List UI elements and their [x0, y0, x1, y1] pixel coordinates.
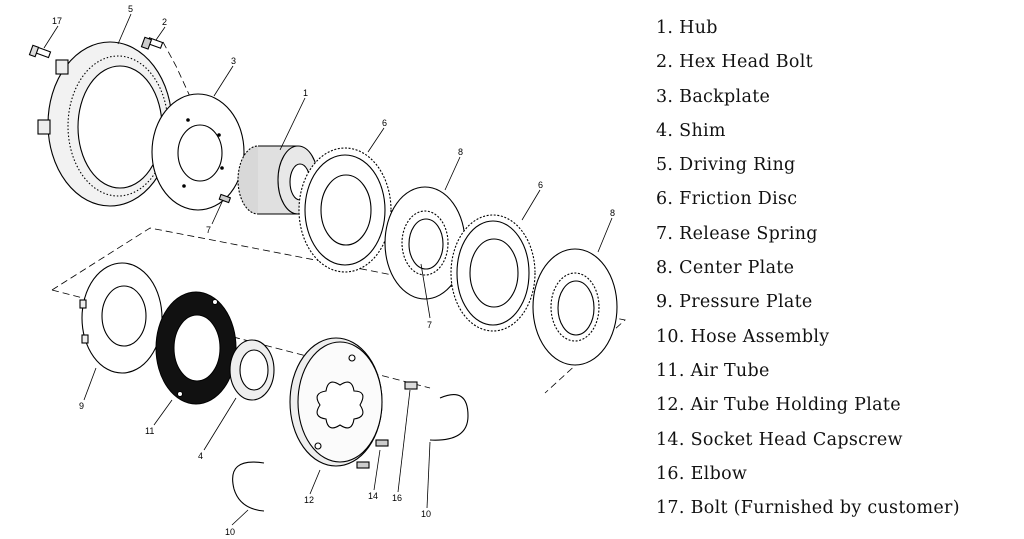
hose-assembly-part-10b	[429, 394, 469, 441]
legend-item: 4. Shim	[656, 120, 726, 141]
release-spring-part-7a	[218, 193, 232, 204]
callout-12: 12	[304, 495, 314, 505]
callout-8b: 8	[610, 208, 615, 218]
friction-disc-part-6a	[298, 147, 392, 273]
callout-3: 3	[231, 56, 236, 66]
hex-head-bolt-part-2	[140, 36, 164, 50]
callout-7b: 7	[427, 320, 432, 330]
center-plate-part-8a	[384, 186, 466, 300]
socket-head-capscrew-part-14b	[356, 461, 370, 469]
legend-item: 14. Socket Head Capscrew	[656, 429, 903, 450]
pressure-plate-part-9	[79, 262, 163, 374]
callout-11: 11	[145, 426, 154, 436]
legend-item: 7. Release Spring	[656, 223, 818, 244]
legend-item: 5. Driving Ring	[656, 155, 796, 176]
driving-ring-part-5	[37, 41, 173, 207]
legend-item: 8. Center Plate	[656, 258, 795, 279]
callout-6a: 6	[382, 118, 387, 128]
callout-1: 1	[303, 88, 308, 98]
leader-lines	[43, 13, 613, 526]
callout-8a: 8	[458, 147, 463, 157]
air-tube-part-11	[155, 291, 237, 405]
friction-disc-part-6b	[450, 214, 536, 332]
shim-part-4	[229, 339, 275, 401]
center-plate-part-8b	[532, 248, 618, 366]
callout-5: 5	[128, 4, 133, 14]
callout-17: 17	[52, 16, 62, 26]
callout-14: 14	[368, 491, 378, 501]
backplate-part-3	[151, 93, 245, 211]
legend-item: 2. Hex Head Bolt	[656, 52, 813, 73]
air-tube-holding-plate-part-12	[289, 337, 383, 467]
callout-16: 16	[392, 493, 402, 503]
callout-7a: 7	[206, 225, 211, 235]
legend-item: 12. Air Tube Holding Plate	[656, 395, 901, 416]
callout-10b: 10	[421, 509, 431, 519]
legend-item: 9. Pressure Plate	[656, 292, 813, 313]
legend-item: 17. Bolt (Furnished by customer)	[656, 498, 960, 519]
elbow-part-16	[404, 381, 418, 390]
legend-item: 6. Friction Disc	[656, 189, 798, 210]
hose-assembly-part-10a	[232, 461, 265, 512]
legend-item: 11. Air Tube	[656, 360, 770, 381]
legend-item: 16. Elbow	[656, 463, 748, 484]
socket-head-capscrew-part-14a	[375, 439, 389, 447]
exploded-clutch-diagram: 17 5 2 3 1 6 8 6 8 7 7 9 11 4 12 14 16 1…	[28, 4, 626, 537]
legend-item: 10. Hose Assembly	[656, 326, 830, 347]
callout-4: 4	[198, 451, 203, 461]
legend-item: 3. Backplate	[656, 86, 771, 107]
legend-item: 1. Hub	[656, 18, 718, 38]
callout-10a: 10	[225, 527, 235, 537]
bolt-part-17	[28, 44, 52, 59]
hub-part-1	[237, 145, 319, 215]
callout-9: 9	[79, 401, 84, 411]
callout-2: 2	[162, 17, 167, 27]
parts-legend: 1. Hub 2. Hex Head Bolt 3. Backplate 4. …	[656, 14, 960, 528]
callout-6b: 6	[538, 180, 543, 190]
